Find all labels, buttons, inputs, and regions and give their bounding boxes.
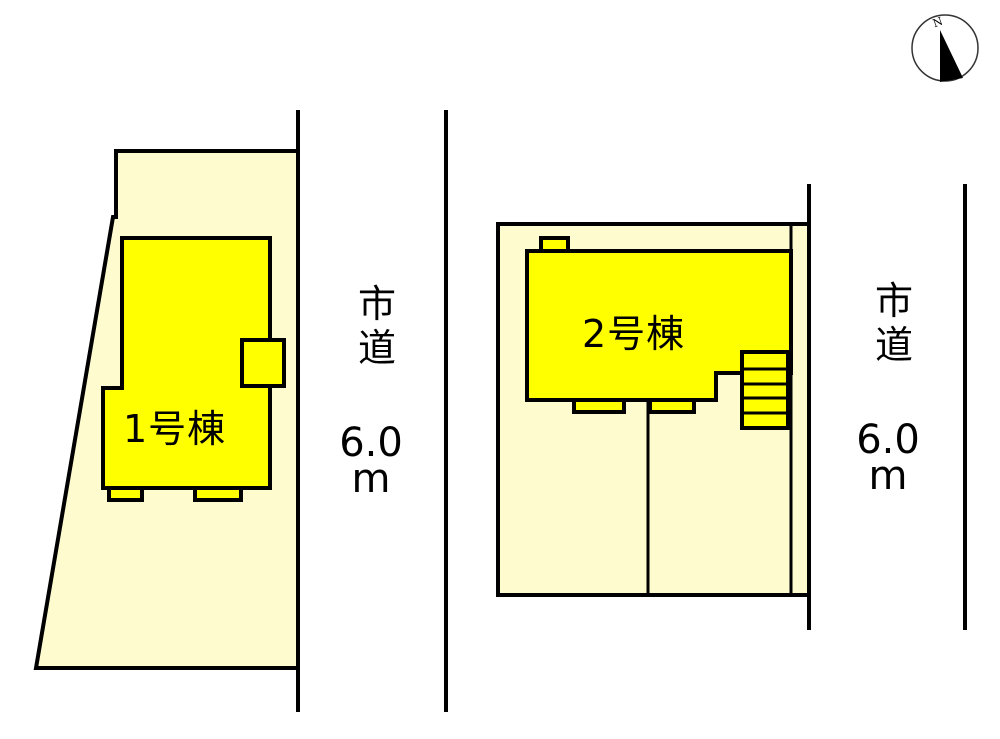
- building-1-step-2: [193, 486, 243, 502]
- building-1-step-1: [107, 486, 144, 502]
- building-2-staircase: [740, 350, 790, 430]
- road-2-name-line-2: 道: [874, 323, 913, 367]
- stair-outline: [740, 350, 790, 430]
- building-1: [101, 236, 272, 490]
- building-2-step-2: [648, 398, 696, 414]
- building-2-label: 2号棟: [582, 312, 686, 356]
- building-1-label: 1号棟: [123, 407, 227, 451]
- road-2-width: 6.0 m: [853, 417, 923, 499]
- road-1-width: 6.0 m: [336, 420, 406, 502]
- road-2-name: 市 道: [869, 279, 919, 367]
- road-2-width-unit: m: [868, 453, 908, 499]
- road-2-width-value: 6.0: [856, 417, 920, 463]
- road-1-name-line-1: 市: [357, 282, 396, 326]
- road-1-name: 市 道: [352, 282, 402, 370]
- road-1-width-unit: m: [351, 456, 391, 502]
- road-2-name-line-1: 市: [874, 279, 913, 323]
- building-1-outdoor-unit: [240, 338, 286, 388]
- compass: [911, 14, 979, 82]
- road-1-name-line-2: 道: [357, 326, 396, 370]
- building-2-step-1: [572, 398, 626, 414]
- building-2: [525, 249, 793, 402]
- road-1-width-value: 6.0: [339, 420, 403, 466]
- north-arrow-icon: [940, 30, 963, 82]
